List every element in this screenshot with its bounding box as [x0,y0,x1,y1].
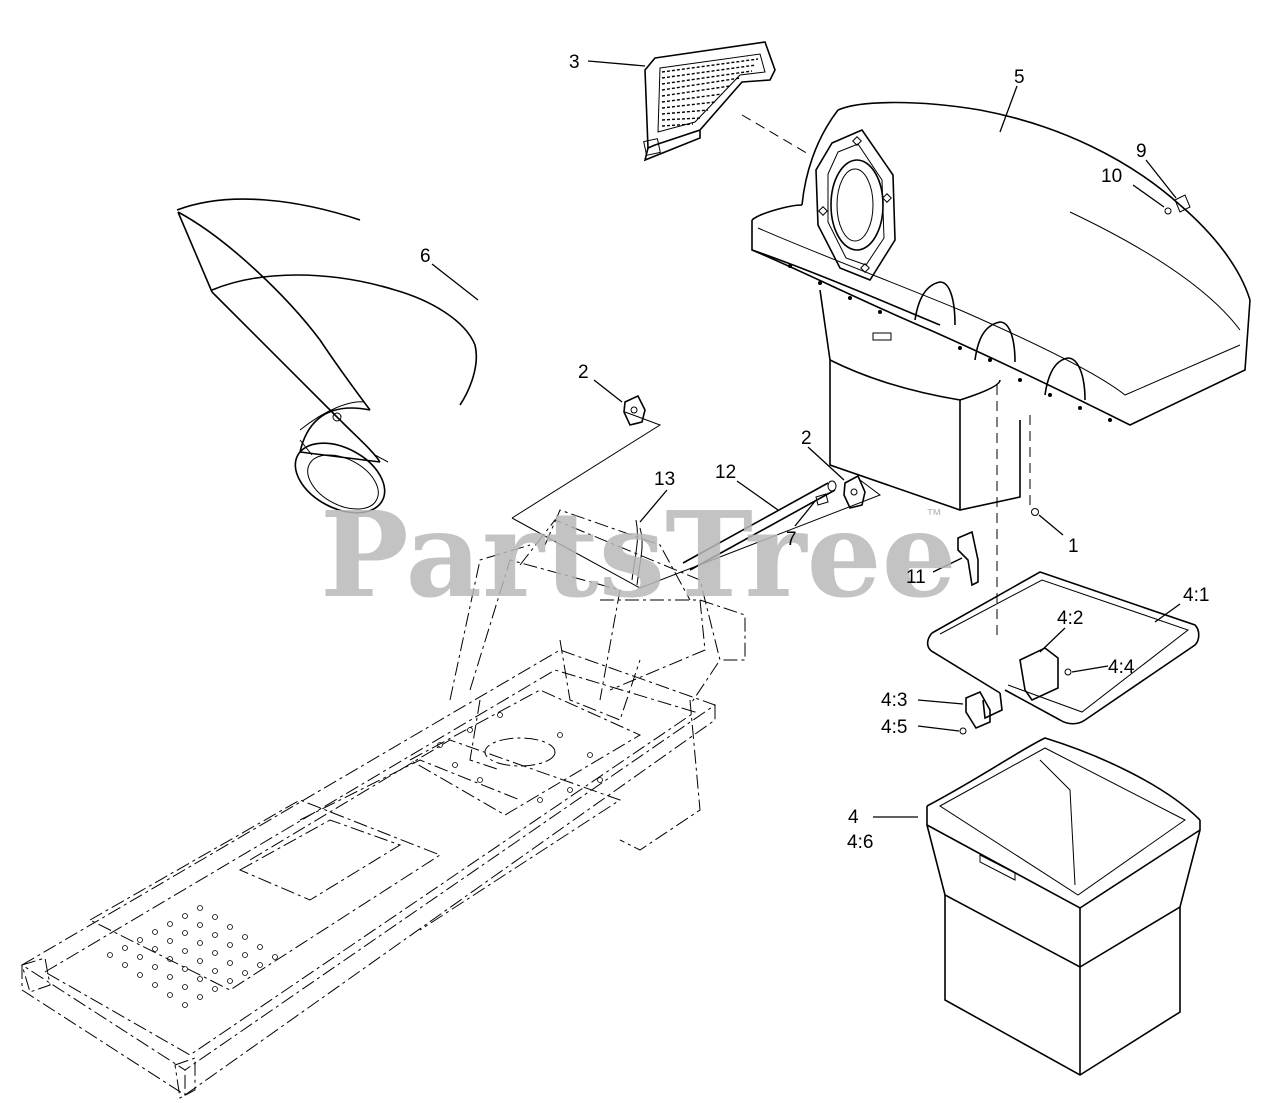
callout-4-3: 4:3 [881,690,907,711]
mounting-plane-outlines [511,411,882,589]
part-4-2-clip [1019,647,1059,702]
callout-leaders [431,60,1181,818]
callout-4-2: 4:2 [1057,608,1083,629]
callout-6: 6 [420,246,431,267]
callout-4: 4 [848,807,859,828]
callout-4-6: 4:6 [847,832,873,853]
callout-12: 12 [715,462,736,483]
callout-4-4: 4:4 [1108,657,1135,678]
callout-labels: 3 5 9 10 6 2 2 13 12 7 1 11 4:1 4:2 4:4 … [420,52,1209,853]
part-2-bracket-right [843,474,866,509]
part-4-3-bracket [965,690,991,730]
callout-1: 1 [1068,536,1079,557]
part-3-screen [643,41,776,162]
callout-13: 13 [654,469,675,490]
floor-plate-holes [107,712,603,1008]
part-4-5-screw [959,727,967,735]
callout-4-5: 4:5 [881,717,907,738]
part-4-4-screw [1064,668,1072,676]
callout-11: 11 [906,567,926,588]
part-13-hairpin [631,519,643,586]
part-5-bagger-hood [751,101,1251,511]
part-2-bracket-left [623,394,646,426]
part-4-1-bag-frame [926,571,1200,725]
watermark-trademark: ™ [926,507,942,524]
part-12-rod [682,480,837,571]
parts-9-10-hardware [1164,194,1191,215]
watermark-text: PartsTree [320,485,957,624]
callout-3: 3 [569,52,580,73]
leader-3-to-5 [741,114,811,156]
part-11-latch [957,530,979,587]
part-7-clevis-pin [815,493,829,506]
part-1-nut [1031,508,1039,516]
callout-2b: 2 [801,428,812,449]
callout-9: 9 [1136,141,1147,162]
callout-4-1: 4:1 [1183,585,1209,606]
part-6-discharge-chute [176,198,478,514]
callout-7: 7 [786,529,797,550]
callout-2a: 2 [578,362,589,383]
part-4-grass-bag [926,737,1201,1076]
callout-10: 10 [1101,166,1122,187]
callout-5: 5 [1014,67,1025,88]
